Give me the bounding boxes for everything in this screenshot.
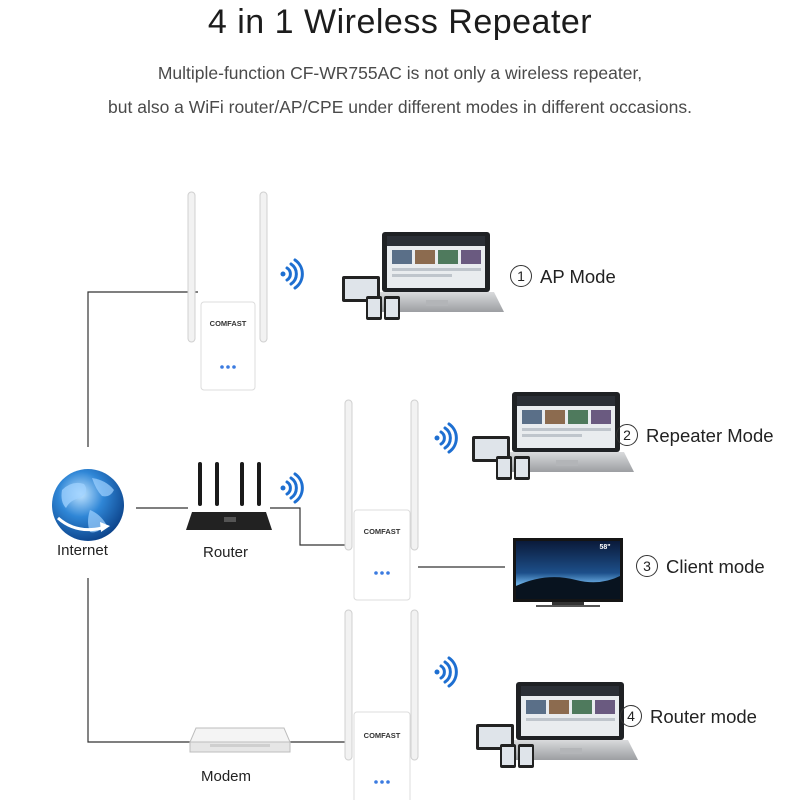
laptop-icon: [342, 232, 504, 320]
subtitle-line-1: Multiple-function CF-WR755AC is not only…: [157, 63, 643, 83]
modem-device: [189, 727, 291, 753]
mode-label: Repeater Mode: [646, 425, 774, 446]
mode-client: 3 Client mode: [636, 555, 765, 579]
subtitle-line-2: but also a WiFi router/AP/CPE under diff…: [108, 97, 692, 117]
repeater-bottom: [344, 609, 419, 800]
mode-number: 3: [636, 555, 658, 578]
phone-icon: [496, 456, 530, 480]
mode-label: AP Mode: [540, 266, 616, 287]
line-router-repeater: [270, 507, 345, 546]
mode-number: 1: [510, 265, 532, 288]
mode-repeater: 2 Repeater Mode: [616, 424, 774, 448]
internet-label: Internet: [57, 542, 108, 559]
tv-size-badge: 58": [599, 544, 610, 551]
tv-icon: [513, 538, 623, 607]
laptop-icon: [472, 392, 634, 480]
modem-label: Modem: [201, 768, 252, 785]
mode-number: 4: [620, 705, 642, 728]
globe-icon: [52, 469, 124, 541]
phone-icon: [366, 296, 400, 320]
router-device: [186, 462, 272, 530]
phone-icon: [500, 744, 534, 768]
line-internet-ap: [87, 291, 198, 447]
brand-label-bottom: COMFAST: [364, 731, 401, 740]
tablet-icon: [476, 724, 514, 750]
wifi-signal-icon: [280, 258, 458, 688]
connection-lines: [87, 291, 505, 743]
line-internet-modem: [87, 578, 192, 743]
mode-label: Client mode: [666, 556, 765, 577]
laptop-icon: [476, 682, 638, 768]
brand-label-middle: COMFAST: [364, 527, 401, 536]
mode-label: Router mode: [650, 706, 757, 727]
mode-router: 4 Router mode: [620, 705, 757, 729]
repeater-middle: [344, 399, 419, 601]
repeater-ap: [187, 191, 268, 391]
mode-number: 2: [616, 424, 638, 447]
brand-label-ap: COMFAST: [210, 319, 247, 328]
mode-ap: 1 AP Mode: [510, 265, 616, 289]
tablet-icon: [472, 436, 510, 462]
page-title: 4 in 1 Wireless Repeater: [207, 3, 593, 41]
router-label: Router: [203, 544, 249, 561]
tablet-icon: [342, 276, 380, 302]
